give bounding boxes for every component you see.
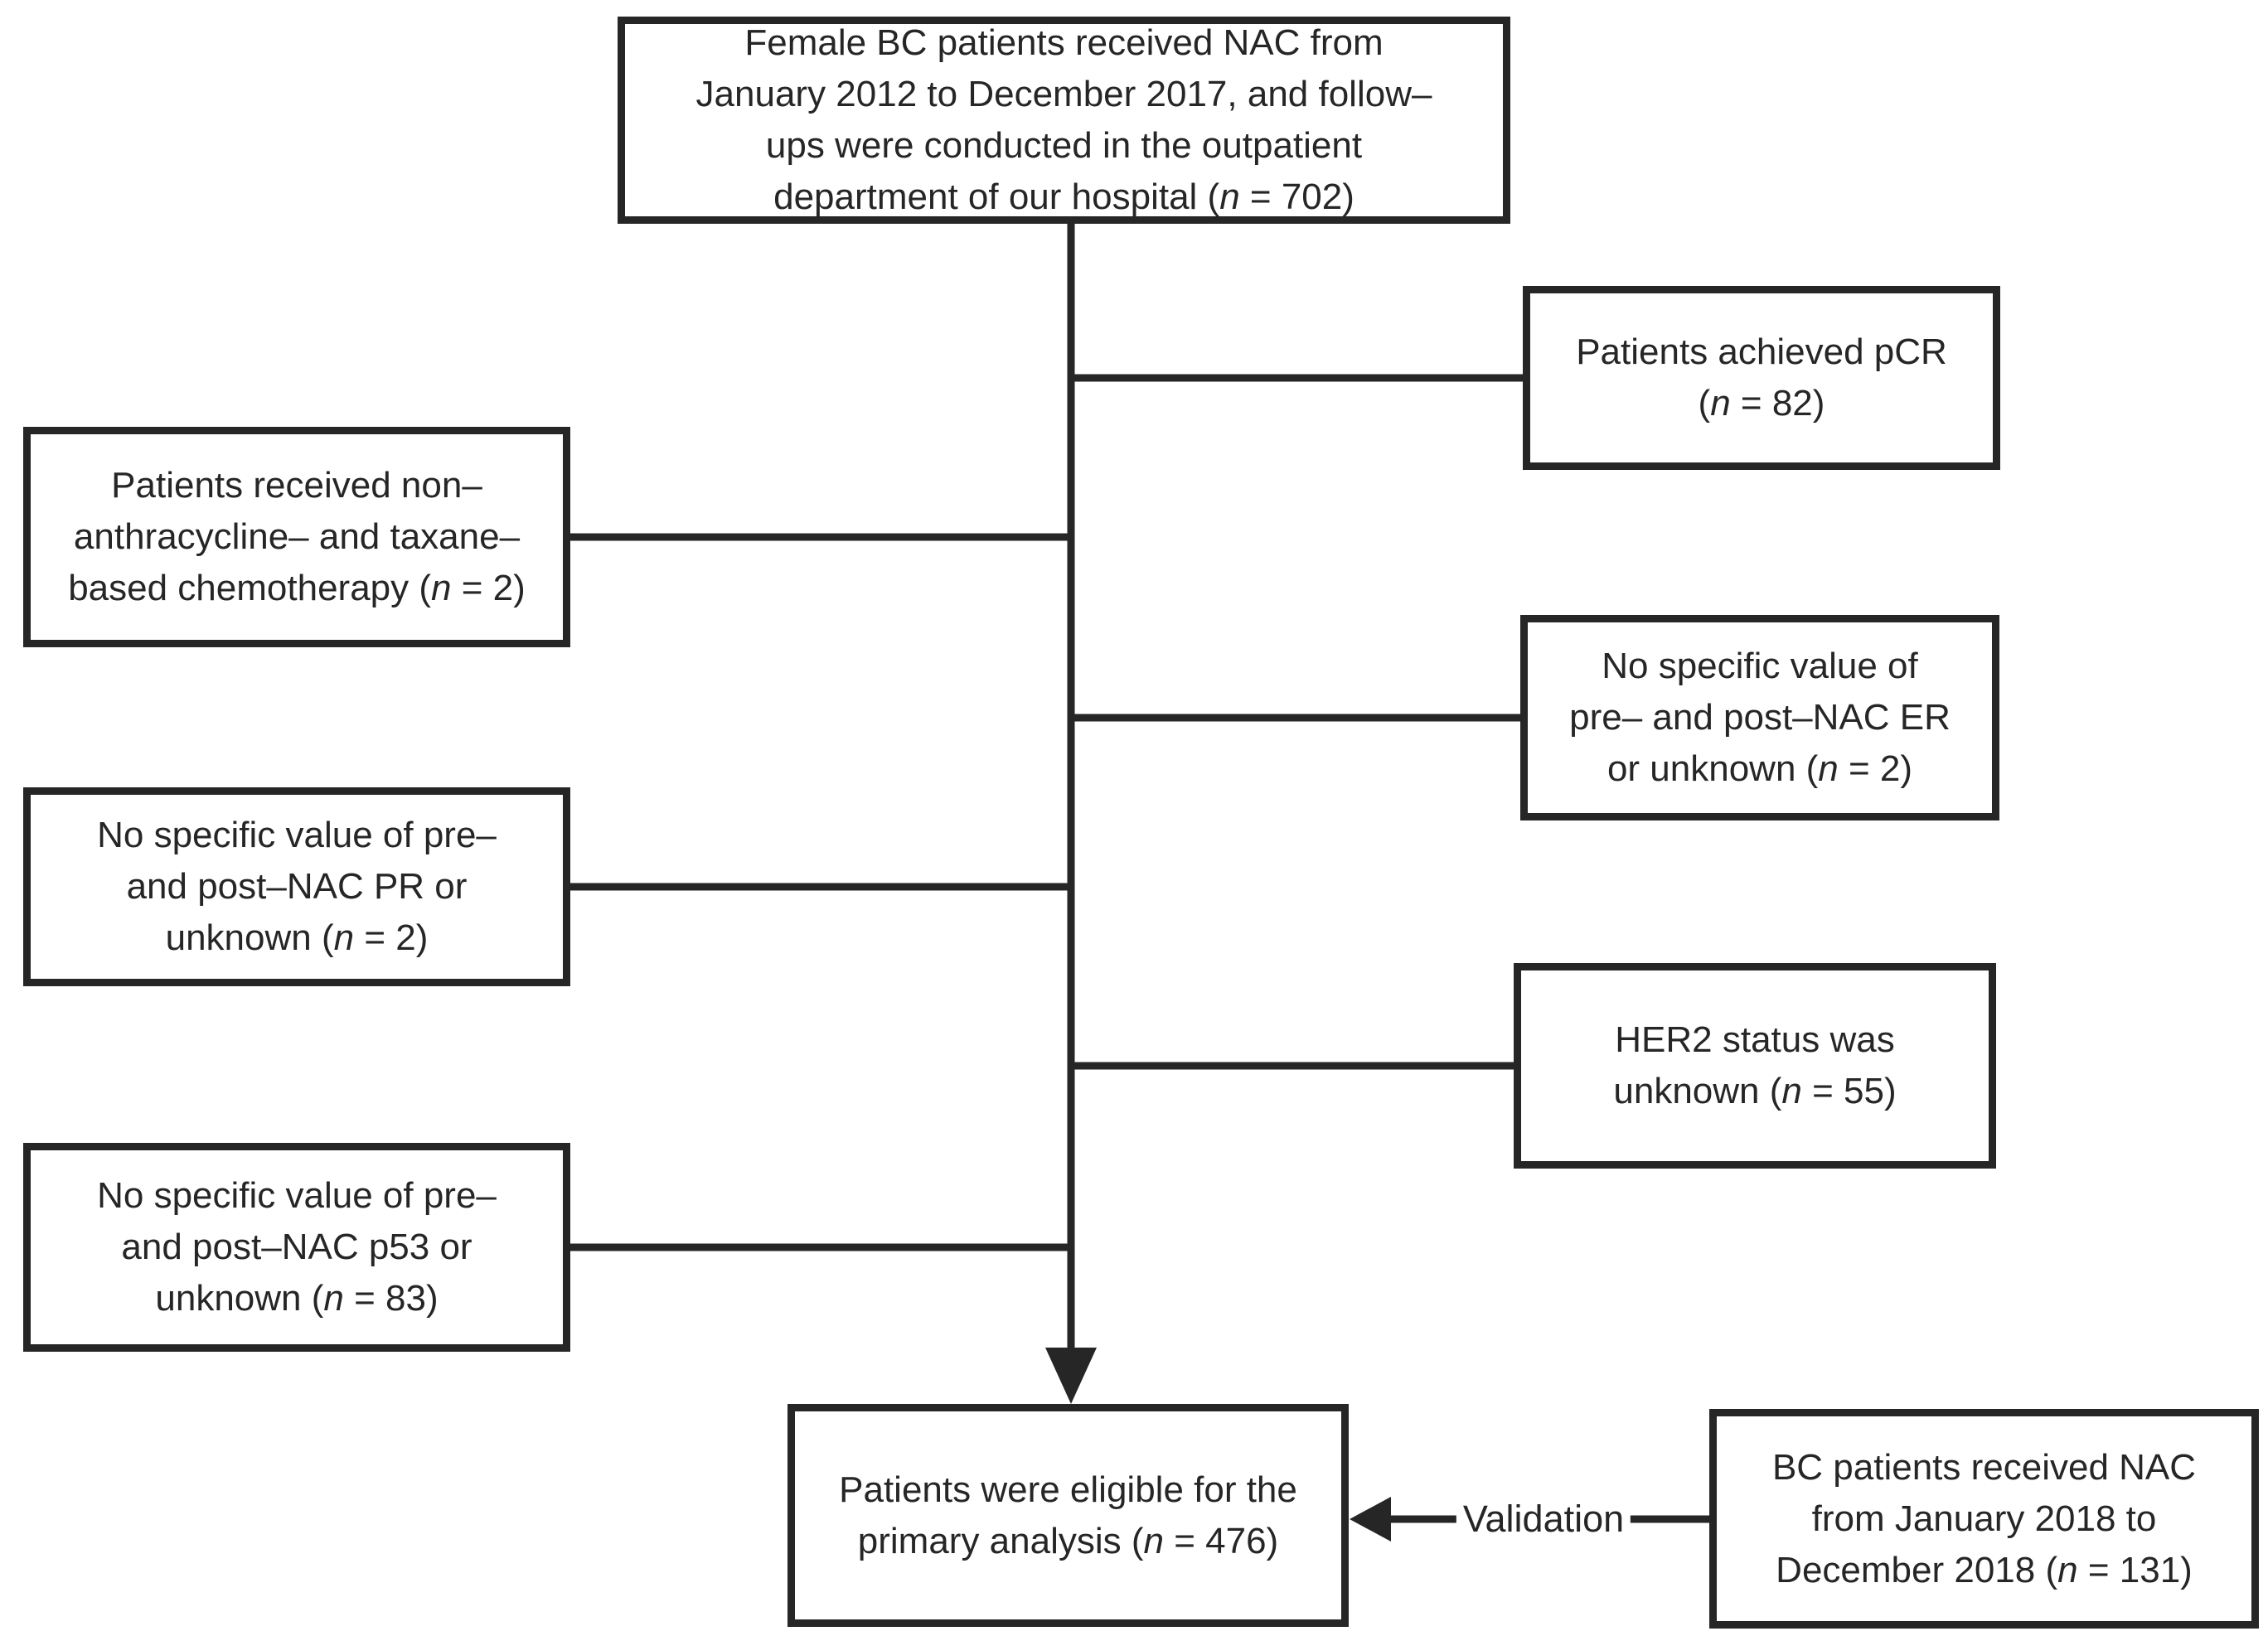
box-validation-cohort: BC patients received NAC from January 20… [1709, 1409, 2259, 1629]
box-validation-cohort-text: BC patients received NAC from January 20… [1771, 1446, 2197, 1590]
box-excluded-pcr: Patients achieved pCR (n = 82) [1523, 286, 2000, 470]
box-excluded-pr-text: No specific value of pre– and post–NAC P… [97, 815, 497, 958]
box-excluded-pr: No specific value of pre– and post–NAC P… [23, 787, 570, 986]
box-excluded-p53: No specific value of pre– and post–NAC p… [23, 1143, 570, 1352]
box-source-cohort-text: Female BC patients received NAC from Jan… [695, 22, 1432, 217]
box-excluded-her2: HER2 status was unknown (n = 55) [1514, 963, 1996, 1169]
validation-arrow-label: Validation [1456, 1497, 1631, 1542]
box-excluded-non-anthracycline-text: Patients received non– anthracycline– an… [68, 465, 526, 608]
box-excluded-p53-text: No specific value of pre– and post–NAC p… [97, 1175, 497, 1319]
box-eligible-primary-analysis-text: Patients were eligible for the primary a… [839, 1469, 1297, 1561]
arrowhead-down-icon [1045, 1348, 1097, 1404]
box-excluded-her2-text: HER2 status was unknown (n = 55) [1613, 1019, 1897, 1111]
box-excluded-er: No specific value of pre– and post–NAC E… [1520, 615, 1999, 820]
box-excluded-pcr-text: Patients achieved pCR (n = 82) [1576, 332, 1947, 424]
box-source-cohort: Female BC patients received NAC from Jan… [618, 17, 1510, 224]
box-excluded-er-text: No specific value of pre– and post–NAC E… [1569, 646, 1951, 789]
box-excluded-non-anthracycline: Patients received non– anthracycline– an… [23, 427, 570, 647]
arrowhead-left-icon [1350, 1497, 1391, 1542]
box-eligible-primary-analysis: Patients were eligible for the primary a… [788, 1404, 1349, 1627]
